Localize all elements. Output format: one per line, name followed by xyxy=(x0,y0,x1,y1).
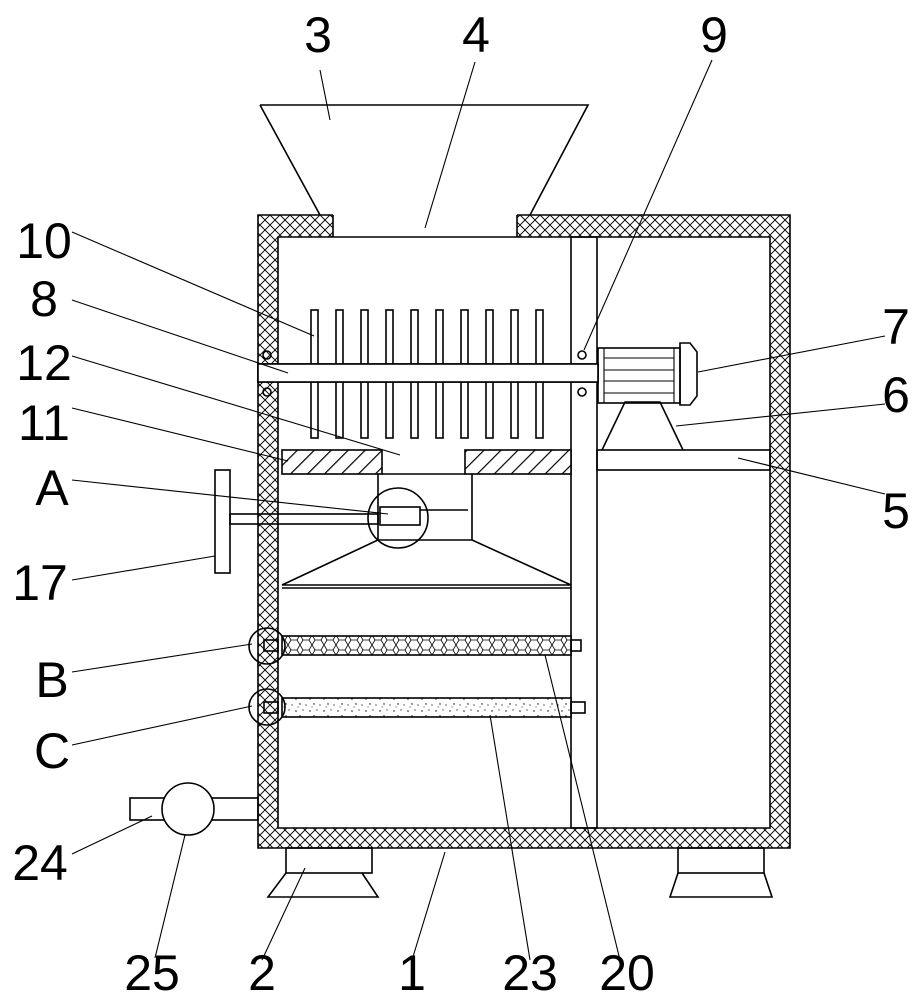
fine-filter xyxy=(248,688,586,726)
label-4: 4 xyxy=(462,7,490,63)
crushing-blades xyxy=(257,309,599,439)
label-24: 24 xyxy=(12,835,68,891)
detail-circle-b xyxy=(248,627,286,665)
label-c: C xyxy=(34,723,70,779)
discharge-pipe xyxy=(129,782,259,836)
label-b: B xyxy=(35,652,68,708)
leader-lines xyxy=(71,59,886,961)
label-1: 1 xyxy=(398,945,426,1000)
collecting-funnel xyxy=(281,474,572,589)
label-20: 20 xyxy=(599,945,655,1000)
support-feet xyxy=(266,847,774,898)
label-8: 8 xyxy=(30,271,58,327)
label-2: 2 xyxy=(248,945,276,1000)
label-17: 17 xyxy=(12,555,68,611)
adjusting-rod xyxy=(214,469,468,574)
label-11: 11 xyxy=(18,395,70,451)
label-6: 6 xyxy=(882,367,910,423)
vertical-frame xyxy=(570,236,598,829)
filter-screen xyxy=(248,627,582,665)
label-7: 7 xyxy=(882,299,910,355)
label-23: 23 xyxy=(502,945,558,1000)
label-9: 9 xyxy=(700,7,728,63)
motor-support xyxy=(596,401,771,471)
label-10: 10 xyxy=(16,213,72,269)
detail-circle-a xyxy=(367,487,429,549)
label-5: 5 xyxy=(882,483,910,539)
label-a: A xyxy=(35,460,69,516)
housing xyxy=(257,212,791,849)
hopper xyxy=(259,104,590,216)
feed-opening xyxy=(333,212,517,238)
label-3: 3 xyxy=(304,7,332,63)
valve xyxy=(161,782,215,836)
label-12: 12 xyxy=(16,335,72,391)
label-25: 25 xyxy=(124,945,180,1000)
reference-labels: 3 4 9 10 8 12 11 A 17 B C 24 25 2 1 23 2… xyxy=(12,7,910,1000)
motor xyxy=(597,342,698,406)
screen-plate xyxy=(281,449,572,475)
